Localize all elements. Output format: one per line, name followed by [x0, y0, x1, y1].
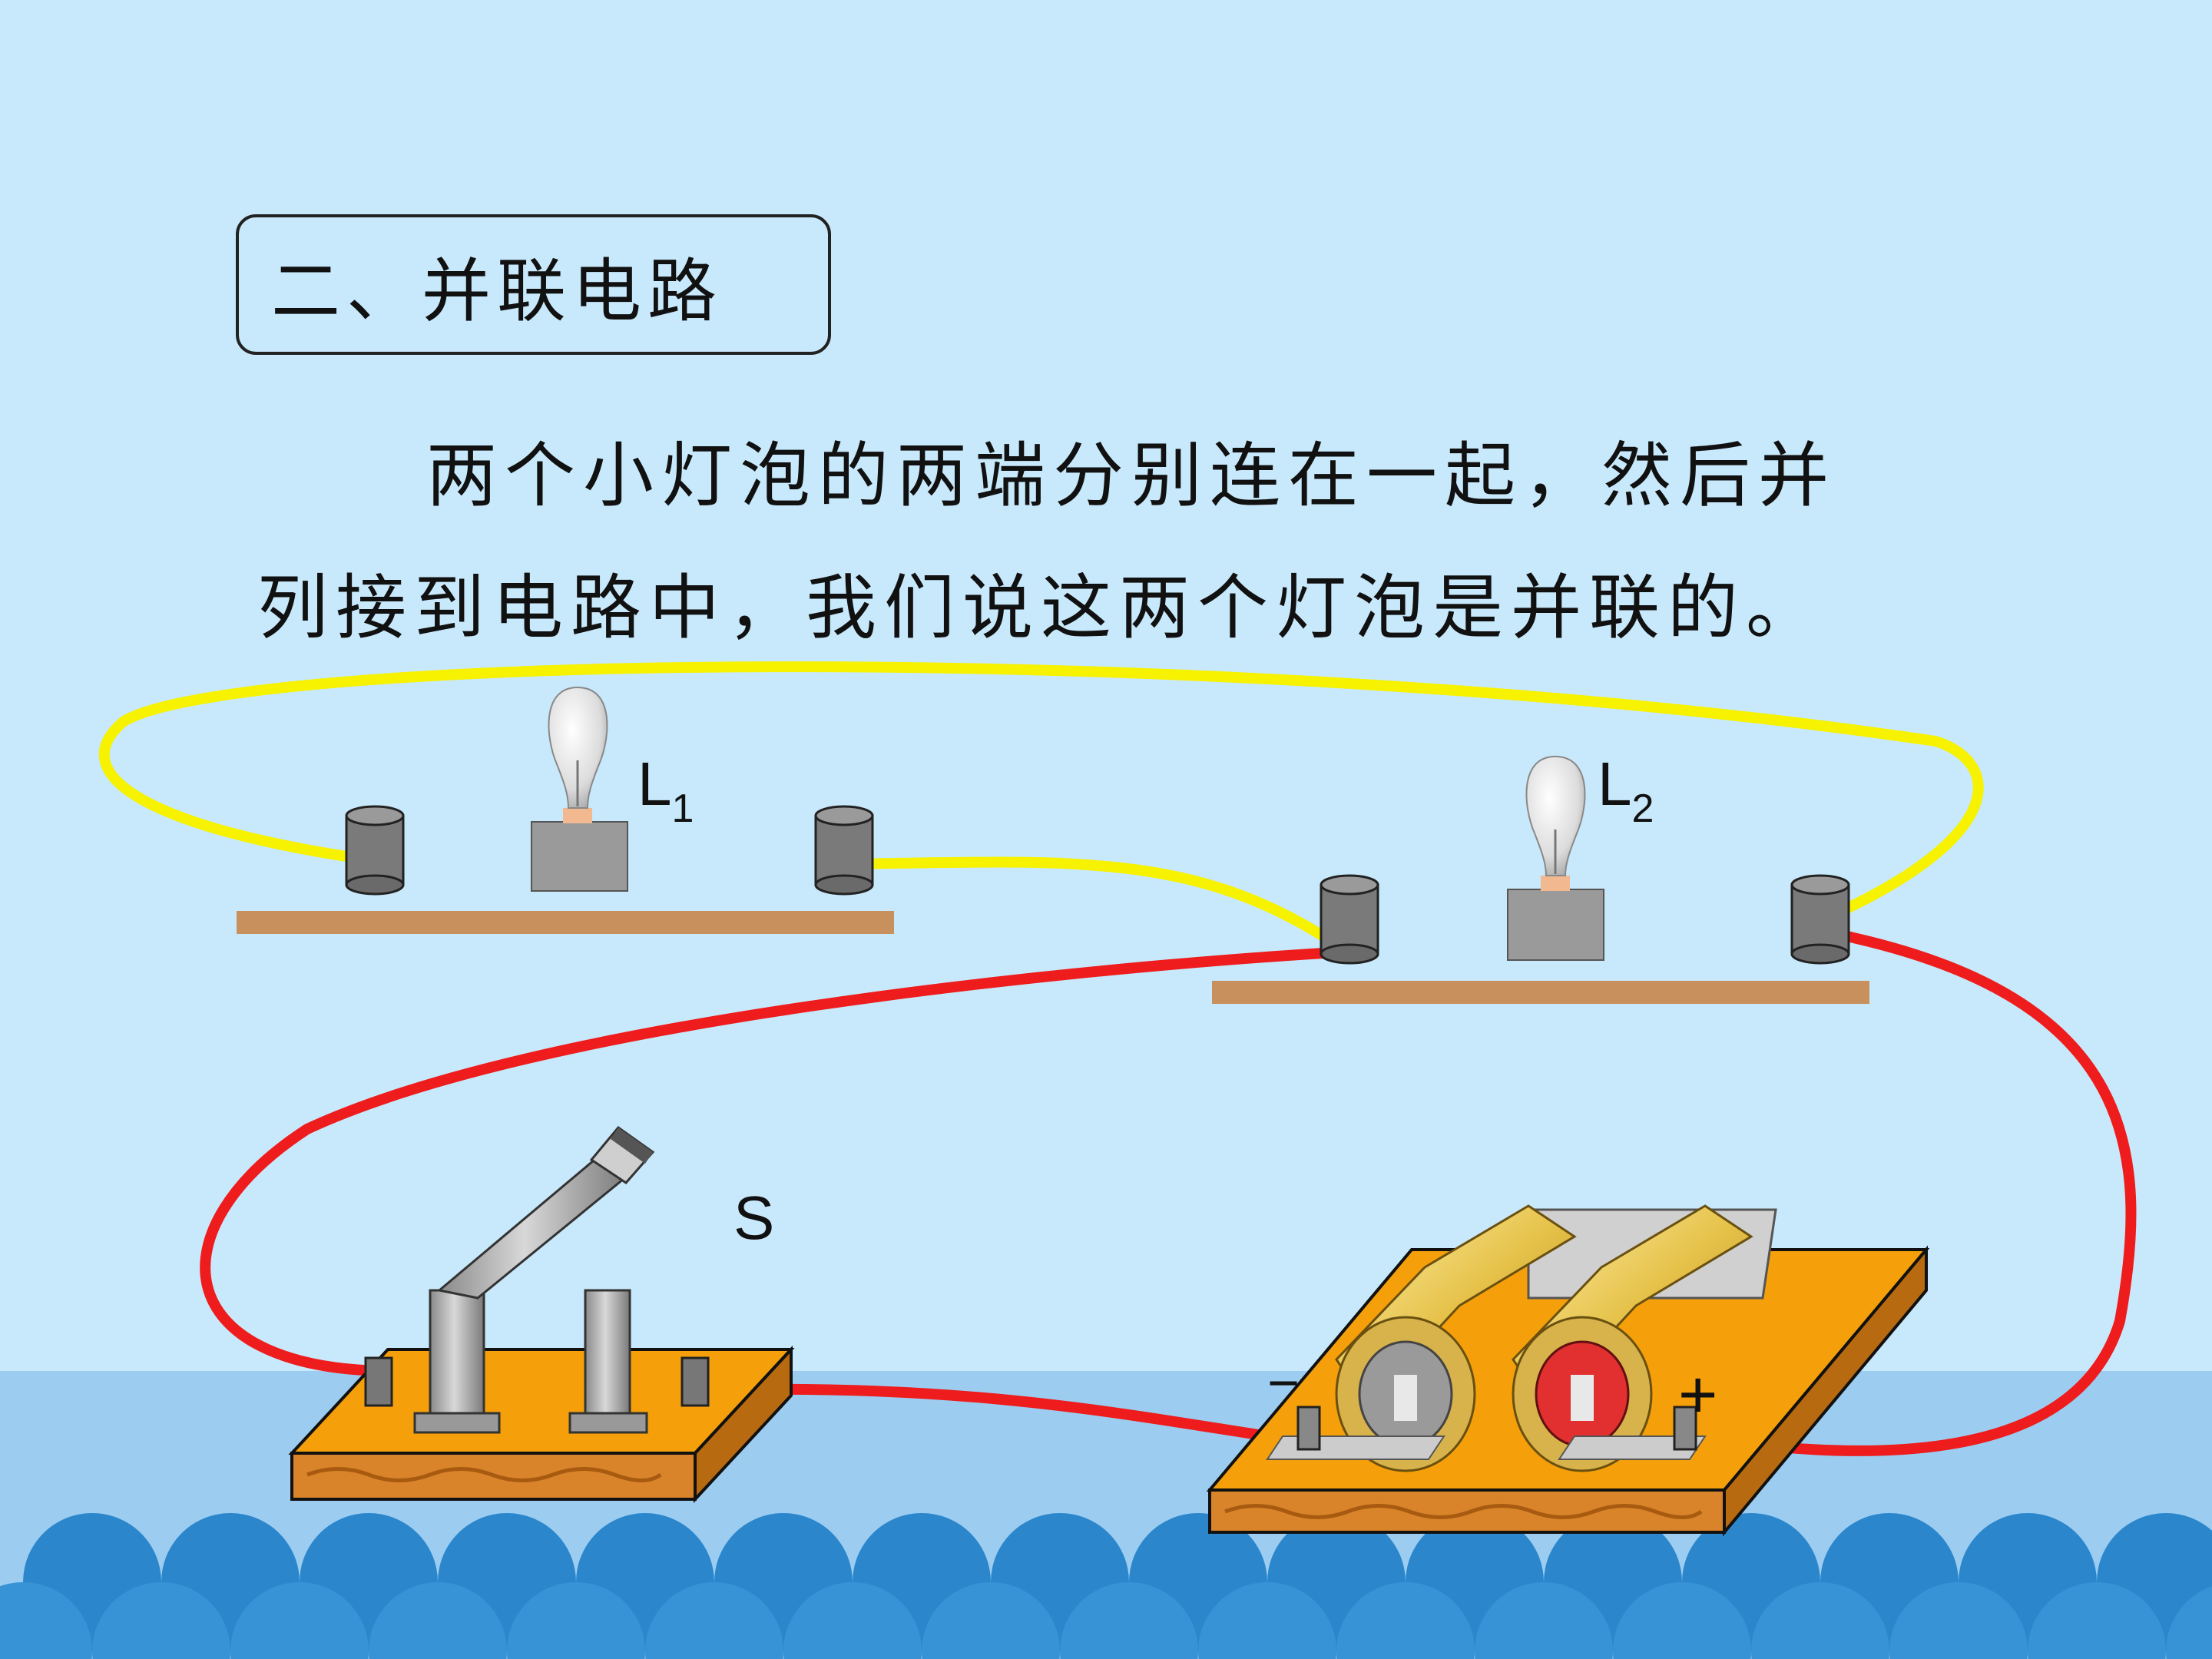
- bulb-label-subscript: 2: [1631, 786, 1654, 831]
- battery-holder-icon: [1206, 1204, 1930, 1537]
- bulb-label-letter: L: [1598, 750, 1632, 818]
- red-wire-switch-to-l2: [200, 947, 1342, 1376]
- section-heading: 二、并联电路: [236, 214, 831, 355]
- terminal-post-icon: [1320, 874, 1379, 965]
- knife-switch-icon: [288, 1125, 795, 1504]
- terminal-post-icon: [345, 805, 405, 896]
- waves-front: [0, 1582, 2212, 1659]
- paragraph-line-1: 两个小灯泡的两端分别连在一起，然后并: [426, 435, 1837, 517]
- bulb-label-l2: L2: [1598, 749, 1654, 831]
- bulb-label-subscript: 1: [671, 786, 694, 831]
- bulb-label-l1: L1: [637, 749, 694, 831]
- battery-minus-sign: −: [1267, 1353, 1300, 1414]
- paragraph-line-2: 列接到电路中，我们说这两个灯泡是并联的。: [257, 567, 1825, 649]
- light-bulb-icon: [1507, 755, 1604, 961]
- terminal-post-icon: [1790, 874, 1850, 965]
- board-l1: [237, 911, 894, 934]
- light-bulb-icon: [531, 686, 628, 892]
- switch-label: S: [733, 1184, 775, 1252]
- battery-plus-sign: +: [1678, 1356, 1718, 1432]
- bulb-label-letter: L: [637, 750, 672, 818]
- red-wire-battery-to-l2: [1684, 930, 2137, 1456]
- yellow-wire-outer: [98, 661, 1984, 916]
- battery-cell: [1512, 1204, 1753, 1472]
- battery-cell: [1335, 1204, 1577, 1472]
- red-wire-switch-to-battery: [694, 1383, 1326, 1449]
- terminal-post-icon: [814, 805, 874, 896]
- yellow-wire-middle: [847, 856, 1342, 950]
- board-l2: [1212, 981, 1869, 1004]
